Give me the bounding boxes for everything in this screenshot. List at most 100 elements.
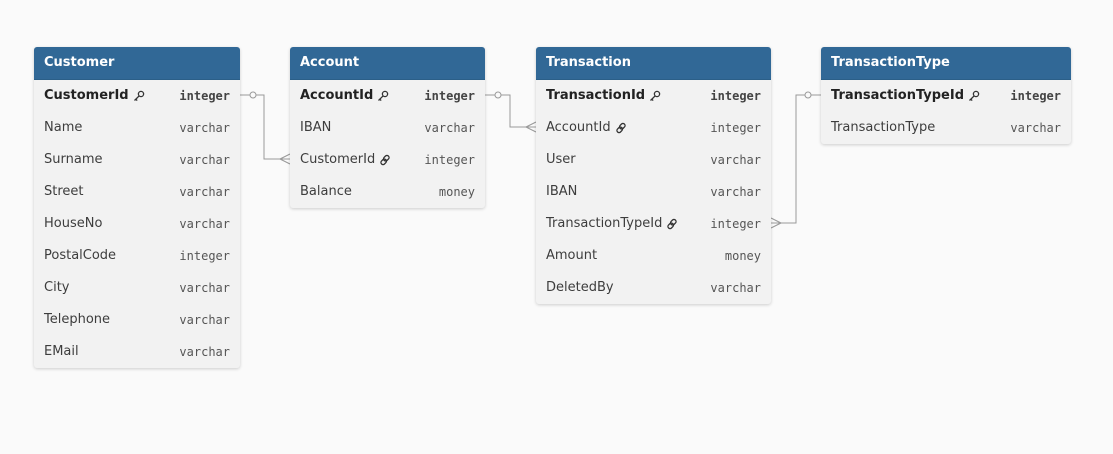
column-row[interactable]: CustomerId integer xyxy=(34,80,240,112)
column-name: CustomerId xyxy=(44,88,129,103)
column-row[interactable]: Balance money xyxy=(290,176,485,208)
column-name-cell: EMail xyxy=(44,336,79,368)
column-row[interactable]: Surname varchar xyxy=(34,144,240,176)
column-name-cell: AccountId xyxy=(546,112,627,144)
column-name-cell: TransactionId xyxy=(546,80,661,112)
column-name: Telephone xyxy=(44,312,111,327)
column-name-cell: CustomerId xyxy=(300,144,391,176)
column-type: varchar xyxy=(710,281,761,295)
table-header[interactable]: Account xyxy=(290,47,485,80)
column-name-cell: IBAN xyxy=(546,176,577,208)
link-icon xyxy=(615,122,627,134)
many-end-marker xyxy=(770,217,782,229)
column-name: Name xyxy=(44,120,83,135)
column-name: Balance xyxy=(300,184,352,199)
key-icon xyxy=(649,90,661,102)
column-type: integer xyxy=(710,121,761,135)
column-row[interactable]: TransactionTypeId integer xyxy=(821,80,1071,112)
column-row[interactable]: TransactionId integer xyxy=(536,80,771,112)
column-name-cell: TransactionType xyxy=(831,112,935,144)
column-name: Amount xyxy=(546,248,598,263)
key-icon xyxy=(968,90,980,102)
column-name: EMail xyxy=(44,344,79,359)
column-name-cell: CustomerId xyxy=(44,80,145,112)
column-name-cell: Balance xyxy=(300,176,352,208)
column-row[interactable]: AccountId integer xyxy=(290,80,485,112)
many-end-marker xyxy=(525,121,537,133)
one-end-marker xyxy=(804,91,812,99)
column-name: User xyxy=(546,152,576,167)
table-header[interactable]: Customer xyxy=(34,47,240,80)
key-icon xyxy=(377,90,389,102)
column-type: money xyxy=(438,185,475,199)
relationship-line xyxy=(485,94,536,128)
column-name: DeletedBy xyxy=(546,280,614,295)
column-type: varchar xyxy=(179,153,230,167)
column-type: integer xyxy=(424,89,475,103)
column-type: money xyxy=(724,249,761,263)
column-row[interactable]: IBAN varchar xyxy=(536,176,771,208)
column-row[interactable]: EMail varchar xyxy=(34,336,240,368)
column-name-cell: HouseNo xyxy=(44,208,102,240)
one-end-marker xyxy=(249,91,257,99)
column-name-cell: TransactionTypeId xyxy=(831,80,980,112)
column-row[interactable]: AccountId integer xyxy=(536,112,771,144)
table-header[interactable]: Transaction xyxy=(536,47,771,80)
column-row[interactable]: DeletedBy varchar xyxy=(536,272,771,304)
one-end-marker xyxy=(494,91,502,99)
column-name: IBAN xyxy=(546,184,578,199)
column-name: IBAN xyxy=(300,120,332,135)
column-type: varchar xyxy=(424,121,475,135)
column-name: Surname xyxy=(44,152,103,167)
column-type: integer xyxy=(179,89,230,103)
column-row[interactable]: City varchar xyxy=(34,272,240,304)
column-row[interactable]: IBAN varchar xyxy=(290,112,485,144)
column-type: varchar xyxy=(179,281,230,295)
column-row[interactable]: CustomerId integer xyxy=(290,144,485,176)
column-name-cell: AccountId xyxy=(300,80,389,112)
column-name-cell: DeletedBy xyxy=(546,272,614,304)
relationship-line xyxy=(771,94,821,224)
column-name-cell: Street xyxy=(44,176,84,208)
column-name: TransactionType xyxy=(831,120,936,135)
key-icon xyxy=(133,90,145,102)
column-name: Street xyxy=(44,184,84,199)
link-icon xyxy=(379,154,391,166)
column-name: AccountId xyxy=(546,120,611,135)
column-name: City xyxy=(44,280,70,295)
column-type: integer xyxy=(710,89,761,103)
column-row[interactable]: TransactionTypeId integer xyxy=(536,208,771,240)
column-name: TransactionTypeId xyxy=(546,216,663,231)
column-row[interactable]: Amount money xyxy=(536,240,771,272)
column-type: integer xyxy=(424,153,475,167)
column-name: TransactionId xyxy=(546,88,646,103)
column-name-cell: PostalCode xyxy=(44,240,116,272)
column-type: integer xyxy=(179,249,230,263)
column-name-cell: TransactionTypeId xyxy=(546,208,678,240)
many-end-marker xyxy=(279,153,291,165)
column-name-cell: IBAN xyxy=(300,112,331,144)
column-type: varchar xyxy=(1010,121,1061,135)
table-header[interactable]: TransactionType xyxy=(821,47,1071,80)
column-row[interactable]: TransactionType varchar xyxy=(821,112,1071,144)
column-row[interactable]: PostalCode integer xyxy=(34,240,240,272)
column-type: varchar xyxy=(710,185,761,199)
column-name: AccountId xyxy=(300,88,374,103)
link-icon xyxy=(666,218,678,230)
column-name: PostalCode xyxy=(44,248,117,263)
column-type: integer xyxy=(1010,89,1061,103)
column-name-cell: Telephone xyxy=(44,304,110,336)
column-name-cell: User xyxy=(546,144,576,176)
column-type: varchar xyxy=(179,345,230,359)
column-type: integer xyxy=(710,217,761,231)
